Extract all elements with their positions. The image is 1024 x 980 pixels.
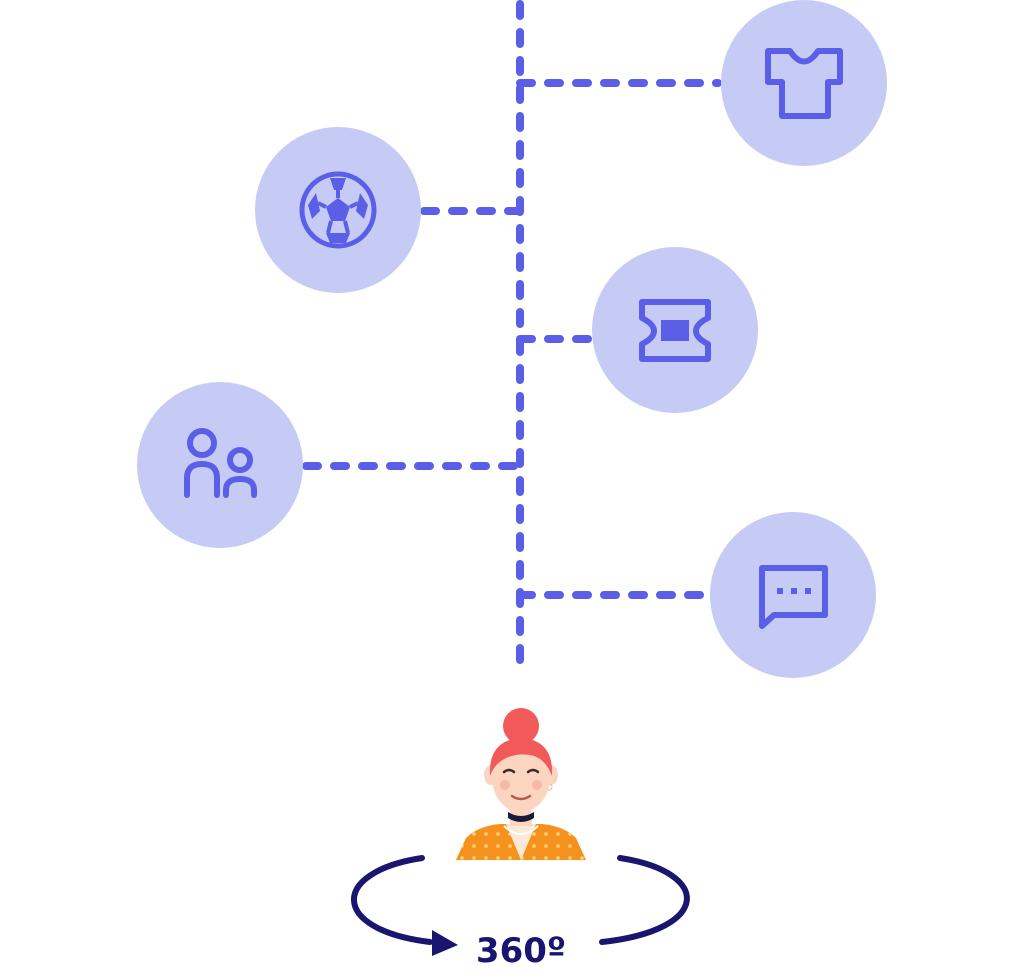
tshirt-icon: [765, 48, 843, 119]
node-chat: [710, 512, 876, 678]
woman-avatar-icon: [456, 708, 586, 860]
ticket-icon: [639, 299, 711, 362]
node-soccer-ball: [255, 127, 421, 293]
soccer-ball-icon: [299, 171, 377, 249]
rotation-label: 360º: [476, 931, 566, 971]
people-icon: [184, 428, 257, 498]
chat-icon: [759, 565, 828, 629]
node-ticket: [592, 247, 758, 413]
rotation-arrow-icon: [351, 855, 690, 956]
node-people: [137, 382, 303, 548]
node-tshirt: [721, 0, 887, 166]
